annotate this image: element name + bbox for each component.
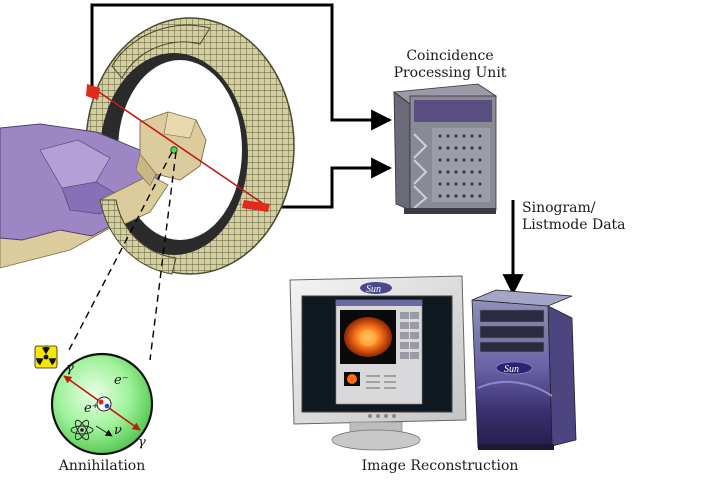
patient-neck bbox=[135, 153, 157, 187]
electron-particle bbox=[104, 403, 110, 409]
detector-ring-front-arc bbox=[99, 199, 177, 275]
lor-line bbox=[92, 87, 269, 208]
sinogram-label-box: Sinogram/ Listmode Data bbox=[522, 200, 626, 233]
image-reconstruction-label-box: Image Reconstruction bbox=[361, 458, 519, 474]
hit-detector-bottom bbox=[242, 200, 270, 212]
tower-logo: Sun bbox=[504, 364, 519, 375]
screen-toolbar bbox=[400, 312, 419, 359]
image-reconstruction-label: Image Reconstruction bbox=[361, 458, 519, 474]
zoom-lines bbox=[67, 151, 177, 361]
screen-window-titlebar bbox=[336, 300, 422, 306]
electron-symbol: e⁻ bbox=[114, 373, 129, 388]
neutrino-symbol: ν bbox=[114, 423, 122, 438]
annihilation-core bbox=[96, 396, 112, 412]
patient-head-facet bbox=[163, 111, 197, 139]
annihilation-sphere: γ γ e⁻ e⁺ ν bbox=[50, 352, 154, 456]
tower-curve-accent bbox=[477, 380, 553, 397]
cpu-base bbox=[404, 208, 496, 214]
cpu-front-chevrons bbox=[413, 133, 428, 209]
ring-top-signal-line bbox=[90, 3, 393, 131]
cpu-front-face bbox=[393, 91, 411, 211]
nucleus-atom-icon bbox=[70, 419, 94, 441]
cpu-vent-holes bbox=[438, 134, 482, 198]
pet-brain-detail bbox=[359, 330, 377, 346]
signal-connections bbox=[90, 3, 524, 296]
zoom-line-right bbox=[149, 151, 177, 361]
tower-top bbox=[471, 289, 573, 307]
annihilation-label-box: Annihilation bbox=[58, 458, 146, 474]
line-of-response bbox=[86, 84, 270, 212]
coincidence-processing-unit bbox=[392, 83, 498, 214]
annihilation-point bbox=[170, 146, 178, 154]
cpu-top-panel bbox=[414, 100, 492, 122]
tower-logo-badge bbox=[495, 361, 533, 375]
zoom-line-left bbox=[67, 151, 173, 353]
monitor-buttons bbox=[368, 414, 396, 418]
tower-base bbox=[478, 444, 554, 450]
coincidence-label-line1: Coincidence bbox=[406, 48, 494, 64]
monitor-logo-badge bbox=[360, 282, 392, 294]
monitor: Sun bbox=[289, 275, 467, 451]
monitor-stand bbox=[331, 429, 421, 451]
coincidence-label-box: Coincidence Processing Unit bbox=[393, 48, 507, 81]
screen-text-lines bbox=[366, 375, 396, 389]
tower-side bbox=[547, 305, 577, 447]
sinogram-label-line1: Sinogram/ bbox=[522, 200, 596, 216]
screen-thumb-image bbox=[347, 374, 357, 384]
positron-symbol: e⁺ bbox=[84, 401, 99, 416]
radiation-hazard-icon bbox=[34, 345, 58, 369]
tower-drive-bays bbox=[479, 309, 545, 353]
patient-gown-fold bbox=[39, 139, 111, 189]
ring-bottom-signal-line bbox=[268, 157, 393, 209]
gamma-symbol-bottom: γ bbox=[138, 435, 146, 450]
annihilation-label: Annihilation bbox=[58, 458, 146, 474]
monitor-logo: Sun bbox=[366, 284, 381, 295]
gamma-symbol-top: γ bbox=[66, 361, 74, 376]
hit-detector-top bbox=[86, 84, 100, 100]
cpu-vent-grid bbox=[432, 128, 490, 202]
detector-ring-front-rim bbox=[111, 24, 211, 79]
neutrino-arrow bbox=[95, 425, 113, 437]
reconstruction-tower: Sun bbox=[471, 289, 577, 450]
sinogram-label-line2: Listmode Data bbox=[522, 217, 626, 233]
coincidence-label-line2: Processing Unit bbox=[393, 65, 507, 81]
positron-particle bbox=[98, 399, 104, 405]
